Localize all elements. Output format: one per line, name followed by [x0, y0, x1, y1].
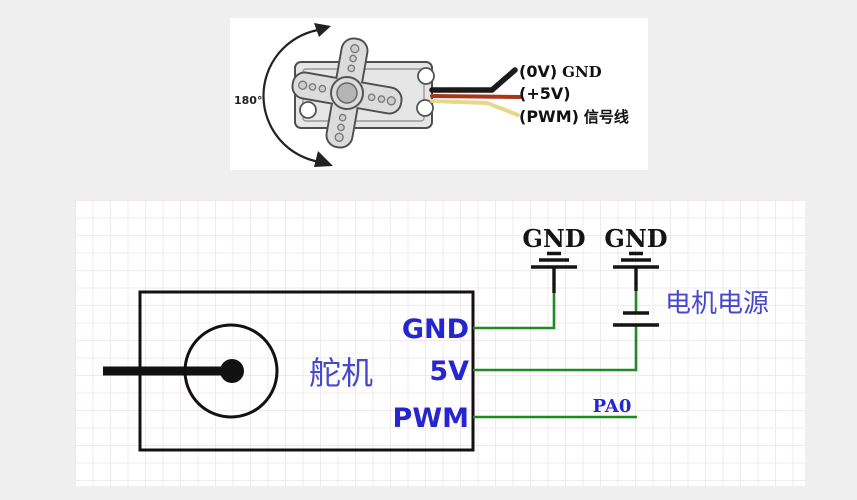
mount-hole-icon — [416, 99, 434, 117]
mcu-pin-label-pa0: PA0 — [593, 396, 632, 417]
signal-wire-label: (PWM) 信号线 — [519, 106, 629, 127]
gnd-wire-label: (0V) GND — [519, 62, 602, 81]
signal-wire-label-voltage: (PWM) — [519, 107, 579, 126]
horn-holes — [298, 44, 396, 142]
pin-label-5v: 5V — [429, 356, 469, 387]
servo-illustration-drawing — [262, 23, 522, 167]
schematic-wires — [473, 291, 638, 419]
power-wire-label-voltage: (+5V) — [519, 84, 571, 103]
gnd-wire-label-voltage: (0V) — [519, 62, 558, 81]
gnd-wire-icon — [429, 67, 518, 93]
pin-label-pwm: PWM — [393, 403, 469, 434]
rotation-arc-icon — [262, 23, 333, 167]
signal-wire-icon — [430, 99, 520, 117]
servo-horn — [291, 37, 403, 149]
mount-hole-icon — [417, 67, 435, 85]
servo-illustration-panel: 180° (0V) GND (+5V) (PWM) 信号线 — [230, 18, 648, 170]
servo-wires — [429, 67, 522, 117]
ground-label-2: GND — [604, 224, 667, 253]
ground-label-1: GND — [522, 224, 585, 253]
schematic-drawing: 舵机 GND 5V PWM GND GND 电机电源 PA0 — [103, 224, 769, 452]
power-wire-label: (+5V) — [519, 84, 576, 103]
motor-power-label: 电机电源 — [665, 289, 769, 319]
pin-label-gnd: GND — [402, 314, 469, 345]
servo-component-label: 舵机 — [309, 354, 373, 392]
ground-and-battery-symbols — [531, 251, 659, 327]
power-wire-icon — [430, 94, 522, 99]
schematic-panel: 舵机 GND 5V PWM GND GND 电机电源 PA0 — [75, 200, 805, 486]
rotation-angle-label: 180° — [234, 94, 263, 107]
gnd-wire-label-name: GND — [562, 63, 602, 81]
mount-hole-icon — [299, 101, 317, 119]
signal-wire-label-name: 信号线 — [583, 108, 629, 126]
